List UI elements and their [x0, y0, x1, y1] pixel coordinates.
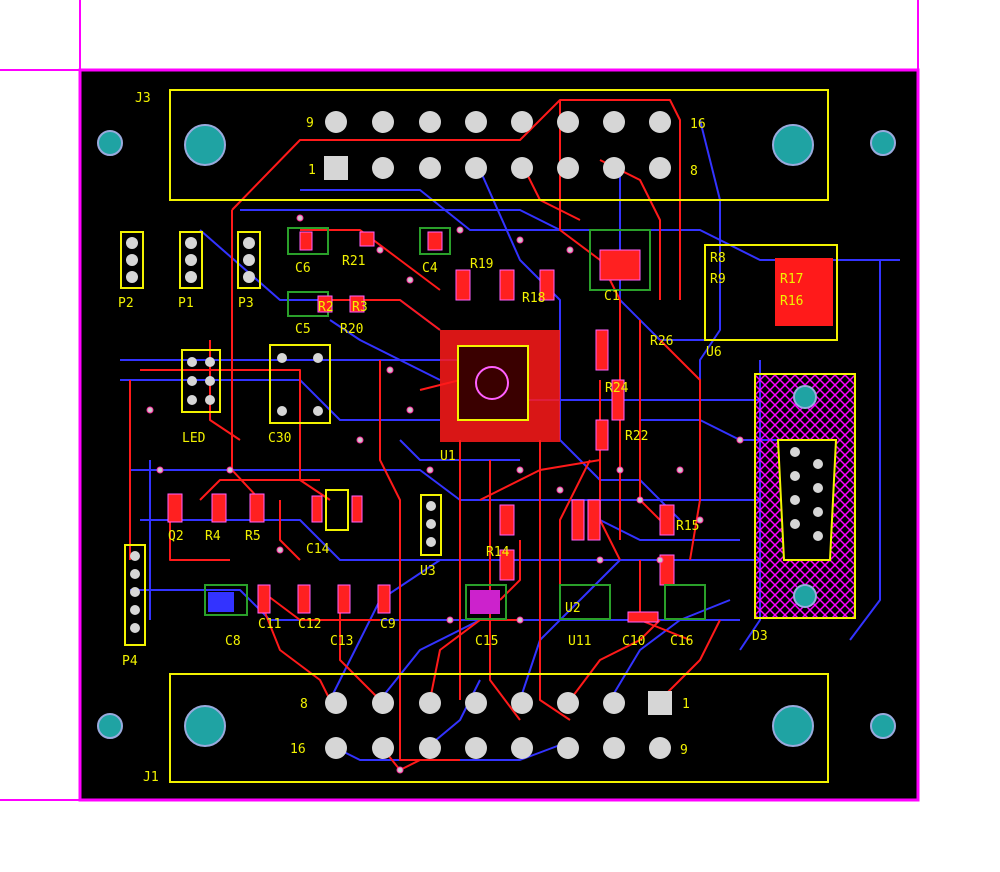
smd-group-lower-middle[interactable]: R14 C15 U2 U11 C10 R15 C16 [465, 499, 706, 649]
label-c30: C30 [268, 431, 291, 446]
label-u3: U3 [420, 564, 436, 579]
label-c6: C6 [295, 261, 311, 276]
label-p3: P3 [238, 296, 254, 311]
header-led[interactable]: LED [181, 349, 221, 446]
label-r4: R4 [205, 529, 221, 544]
mounting-hole-j3-right [772, 124, 814, 166]
j1-pin-label-left: 8 [300, 697, 308, 712]
label-r14: R14 [486, 545, 510, 560]
label-d3: D3 [752, 629, 768, 644]
label-c14: C14 [306, 542, 330, 557]
j3-pin-label-left: 9 [306, 116, 314, 131]
label-c16: C16 [670, 634, 693, 649]
connector-j1[interactable]: J1 8 1 16 9 [143, 673, 829, 785]
label-p2: P2 [118, 296, 134, 311]
label-c12: C12 [298, 617, 321, 632]
j1-pin-label-right: 1 [682, 697, 690, 712]
label-r8: R8 [710, 251, 726, 266]
label-c4: C4 [422, 261, 438, 276]
label-q2: Q2 [168, 529, 184, 544]
j3-row2-label-right: 8 [690, 164, 698, 179]
label-u6: U6 [706, 345, 722, 360]
label-r3: R3 [352, 300, 368, 315]
label-r17: R17 [780, 272, 803, 287]
label-r24: R24 [605, 381, 629, 396]
mounting-hole-j3-left [184, 124, 226, 166]
j1-designator: J1 [143, 770, 159, 785]
label-r26: R26 [650, 334, 673, 349]
header-p4[interactable]: P4 [122, 544, 146, 669]
mounting-hole-j1-right [772, 705, 814, 747]
mounting-hole-tr [870, 130, 896, 156]
label-r18: R18 [522, 291, 545, 306]
label-u1: U1 [440, 449, 456, 464]
vias [146, 214, 744, 774]
header-p1[interactable]: P1 [178, 231, 203, 311]
label-c10: C10 [622, 634, 645, 649]
label-c9: C9 [380, 617, 396, 632]
corner-mounting-holes [97, 130, 896, 739]
label-c15: C15 [475, 634, 498, 649]
label-c1: C1 [604, 289, 620, 304]
mounting-hole-tl [97, 130, 123, 156]
ic-u1[interactable]: U1 [440, 330, 560, 464]
connector-j3[interactable]: J3 9 16 1 8 [135, 89, 829, 201]
label-p1: P1 [178, 296, 194, 311]
label-p4: P4 [122, 654, 138, 669]
component-c30[interactable]: C30 [268, 344, 331, 446]
label-u11: U11 [568, 634, 591, 649]
mounting-hole-j1-left [184, 705, 226, 747]
label-r19: R19 [470, 257, 493, 272]
label-u2: U2 [565, 601, 581, 616]
j1-row2-label-left: 16 [290, 742, 306, 757]
label-r15: R15 [676, 519, 699, 534]
j3-pin-label-right: 16 [690, 117, 706, 132]
header-p2[interactable]: P2 [118, 231, 144, 311]
label-r9: R9 [710, 272, 726, 287]
label-r22: R22 [625, 429, 648, 444]
header-p3[interactable]: P3 [237, 231, 261, 311]
label-r20: R20 [340, 322, 363, 337]
smd-group-lower-left[interactable]: Q2 R4 R5 C8 C11 C12 C9 C13 C14 [167, 489, 396, 649]
label-r21: R21 [342, 254, 365, 269]
label-led: LED [182, 431, 206, 446]
label-c5: C5 [295, 322, 311, 337]
mounting-hole-br [870, 713, 896, 739]
label-c8: C8 [225, 634, 241, 649]
connector-d3-db9[interactable]: D3 [752, 373, 856, 644]
label-r5: R5 [245, 529, 261, 544]
component-u3[interactable]: U3 [420, 494, 442, 579]
j3-designator: J3 [135, 91, 151, 106]
label-c13: C13 [330, 634, 353, 649]
j1-row2-label-right: 9 [680, 743, 688, 758]
label-r2: R2 [318, 300, 334, 315]
label-r16: R16 [780, 294, 803, 309]
j3-row2-label-left: 1 [308, 163, 316, 178]
smd-group-top-left[interactable]: C6 R21 C4 C5 R20 R2 R3 R19 R18 [287, 227, 555, 337]
resistor-column-right[interactable]: R26 R24 R22 C1 [589, 229, 673, 451]
label-c11: C11 [258, 617, 281, 632]
mounting-hole-bl [97, 713, 123, 739]
module-u6[interactable]: R8 R9 R17 R16 U6 [704, 244, 838, 360]
